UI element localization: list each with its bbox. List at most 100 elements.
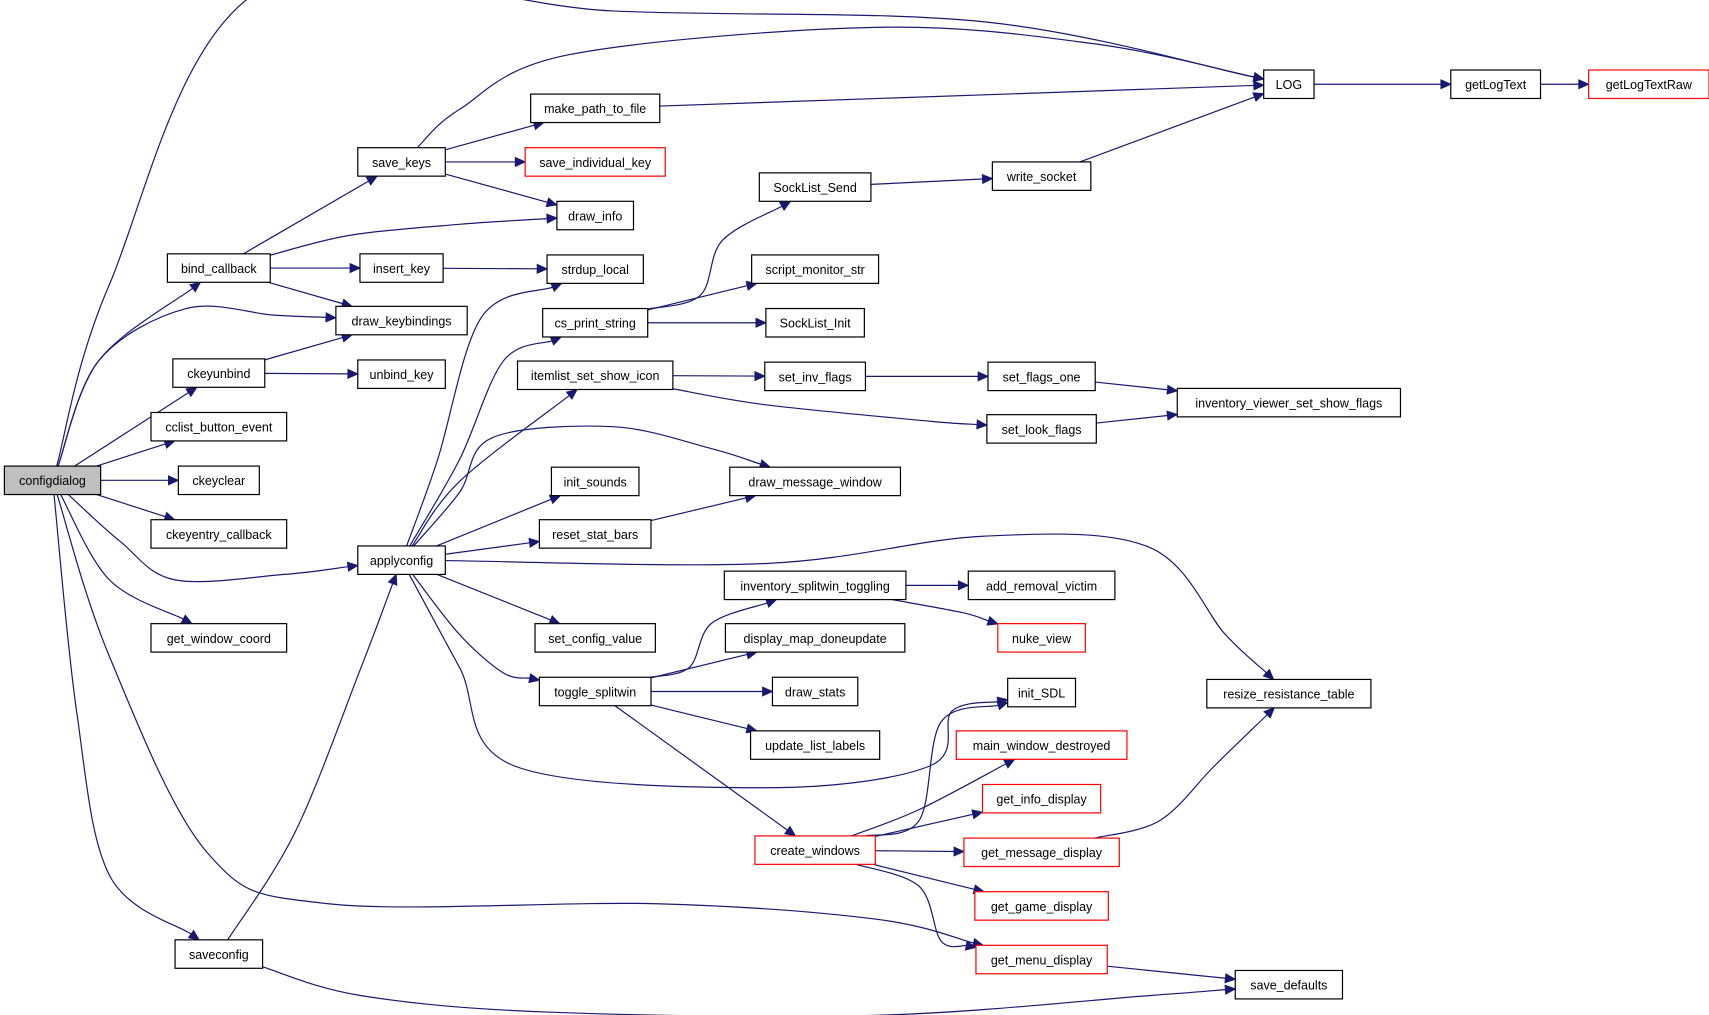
node-box[interactable] bbox=[1176, 387, 1402, 418]
node-box[interactable] bbox=[955, 730, 1128, 760]
node-inventory_viewer_set_show_flags[interactable]: inventory_viewer_set_show_flags bbox=[1176, 387, 1402, 418]
node-strdup_local[interactable]: strdup_local bbox=[546, 254, 644, 284]
node-save_defaults[interactable]: save_defaults bbox=[1234, 969, 1344, 1000]
node-getLogText[interactable]: getLogText bbox=[1450, 69, 1542, 100]
node-set_look_flags[interactable]: set_look_flags bbox=[986, 414, 1097, 444]
node-box[interactable] bbox=[1588, 69, 1709, 100]
node-SockList_Send[interactable]: SockList_Send bbox=[758, 172, 872, 202]
node-box[interactable] bbox=[357, 147, 446, 177]
node-set_config_value[interactable]: set_config_value bbox=[534, 623, 656, 653]
node-cs_print_string[interactable]: cs_print_string bbox=[542, 307, 649, 338]
node-bind_callback[interactable]: bind_callback bbox=[166, 253, 271, 283]
node-save_individual_key[interactable]: save_individual_key bbox=[524, 147, 666, 177]
node-box[interactable] bbox=[1234, 969, 1344, 1000]
node-box[interactable] bbox=[754, 835, 876, 865]
node-ckeyclear[interactable]: ckeyclear bbox=[177, 465, 260, 496]
node-box[interactable] bbox=[177, 465, 260, 496]
node-write_socket[interactable]: write_socket bbox=[991, 161, 1092, 191]
node-toggle_splitwin[interactable]: toggle_splitwin bbox=[538, 676, 652, 707]
node-script_monitor_str[interactable]: script_monitor_str bbox=[751, 254, 880, 284]
node-draw_info[interactable]: draw_info bbox=[556, 200, 635, 231]
node-box[interactable] bbox=[1263, 69, 1315, 100]
node-box[interactable] bbox=[166, 253, 271, 283]
node-box[interactable] bbox=[981, 783, 1102, 814]
node-box[interactable] bbox=[991, 161, 1092, 191]
node-saveconfig[interactable]: saveconfig bbox=[174, 939, 264, 969]
node-draw_keybindings[interactable]: draw_keybindings bbox=[335, 305, 468, 336]
node-box[interactable] bbox=[758, 172, 872, 202]
node-set_inv_flags[interactable]: set_inv_flags bbox=[764, 361, 867, 392]
node-box[interactable] bbox=[542, 307, 649, 338]
node-box[interactable] bbox=[1450, 69, 1542, 100]
node-ckeyentry_callback[interactable]: ckeyentry_callback bbox=[150, 519, 288, 549]
node-applyconfig[interactable]: applyconfig bbox=[357, 545, 446, 576]
node-box[interactable] bbox=[150, 623, 288, 653]
node-box[interactable] bbox=[174, 939, 264, 969]
node-draw_stats[interactable]: draw_stats bbox=[771, 676, 859, 707]
node-box[interactable] bbox=[986, 414, 1097, 444]
node-box[interactable] bbox=[530, 93, 661, 124]
node-box[interactable] bbox=[751, 254, 880, 284]
node-box[interactable] bbox=[1007, 677, 1077, 708]
node-cclist_button_event[interactable]: cclist_button_event bbox=[150, 411, 288, 442]
node-box[interactable] bbox=[550, 466, 640, 497]
node-get_menu_display[interactable]: get_menu_display bbox=[975, 944, 1108, 975]
node-box[interactable] bbox=[3, 465, 102, 496]
node-box[interactable] bbox=[975, 944, 1108, 975]
node-box[interactable] bbox=[524, 147, 666, 177]
node-box[interactable] bbox=[749, 730, 881, 760]
node-LOG[interactable]: LOG bbox=[1263, 69, 1315, 100]
node-box[interactable] bbox=[538, 519, 652, 549]
node-box[interactable] bbox=[724, 623, 906, 653]
node-insert_key[interactable]: insert_key bbox=[359, 253, 444, 283]
node-SockList_Init[interactable]: SockList_Init bbox=[765, 307, 865, 338]
node-box[interactable] bbox=[357, 545, 446, 576]
node-box[interactable] bbox=[723, 570, 907, 601]
node-init_sounds[interactable]: init_sounds bbox=[550, 466, 640, 497]
node-unbind_key[interactable]: unbind_key bbox=[357, 359, 446, 390]
node-inventory_splitwin_toggling[interactable]: inventory_splitwin_toggling bbox=[723, 570, 907, 601]
node-box[interactable] bbox=[764, 361, 867, 392]
node-box[interactable] bbox=[771, 676, 859, 707]
node-itemlist_set_show_icon[interactable]: itemlist_set_show_icon bbox=[516, 360, 674, 391]
node-add_removal_victim[interactable]: add_removal_victim bbox=[967, 570, 1116, 601]
node-box[interactable] bbox=[172, 358, 266, 388]
node-draw_message_window[interactable]: draw_message_window bbox=[729, 466, 902, 497]
node-box[interactable] bbox=[967, 570, 1116, 601]
node-box[interactable] bbox=[963, 837, 1120, 868]
node-make_path_to_file[interactable]: make_path_to_file bbox=[530, 93, 661, 124]
node-get_window_coord[interactable]: get_window_coord bbox=[150, 623, 288, 653]
node-box[interactable] bbox=[974, 891, 1109, 921]
node-init_SDL[interactable]: init_SDL bbox=[1007, 677, 1077, 708]
node-display_map_doneupdate[interactable]: display_map_doneupdate bbox=[724, 623, 906, 653]
node-create_windows[interactable]: create_windows bbox=[754, 835, 876, 865]
node-box[interactable] bbox=[1206, 678, 1372, 709]
node-box[interactable] bbox=[556, 200, 635, 231]
node-box[interactable] bbox=[335, 305, 468, 336]
node-box[interactable] bbox=[765, 307, 865, 338]
node-box[interactable] bbox=[987, 361, 1096, 392]
node-getLogTextRaw[interactable]: getLogTextRaw bbox=[1588, 69, 1709, 100]
node-box[interactable] bbox=[534, 623, 656, 653]
node-configdialog[interactable]: configdialog bbox=[3, 465, 102, 496]
node-box[interactable] bbox=[729, 466, 902, 497]
node-nuke_view[interactable]: nuke_view bbox=[997, 623, 1086, 653]
node-box[interactable] bbox=[357, 359, 446, 390]
node-box[interactable] bbox=[997, 623, 1086, 653]
node-box[interactable] bbox=[546, 254, 644, 284]
node-get_game_display[interactable]: get_game_display bbox=[974, 891, 1109, 921]
node-resize_resistance_table[interactable]: resize_resistance_table bbox=[1206, 678, 1372, 709]
node-get_message_display[interactable]: get_message_display bbox=[963, 837, 1120, 868]
node-reset_stat_bars[interactable]: reset_stat_bars bbox=[538, 519, 652, 549]
node-save_keys[interactable]: save_keys bbox=[357, 147, 446, 177]
node-box[interactable] bbox=[538, 676, 652, 707]
node-get_info_display[interactable]: get_info_display bbox=[981, 783, 1102, 814]
node-main_window_destroyed[interactable]: main_window_destroyed bbox=[955, 730, 1128, 760]
node-box[interactable] bbox=[150, 411, 288, 442]
node-box[interactable] bbox=[359, 253, 444, 283]
node-update_list_labels[interactable]: update_list_labels bbox=[749, 730, 881, 760]
node-set_flags_one[interactable]: set_flags_one bbox=[987, 361, 1096, 392]
node-ckeyunbind[interactable]: ckeyunbind bbox=[172, 358, 266, 388]
node-box[interactable] bbox=[150, 519, 288, 549]
node-box[interactable] bbox=[516, 360, 674, 391]
